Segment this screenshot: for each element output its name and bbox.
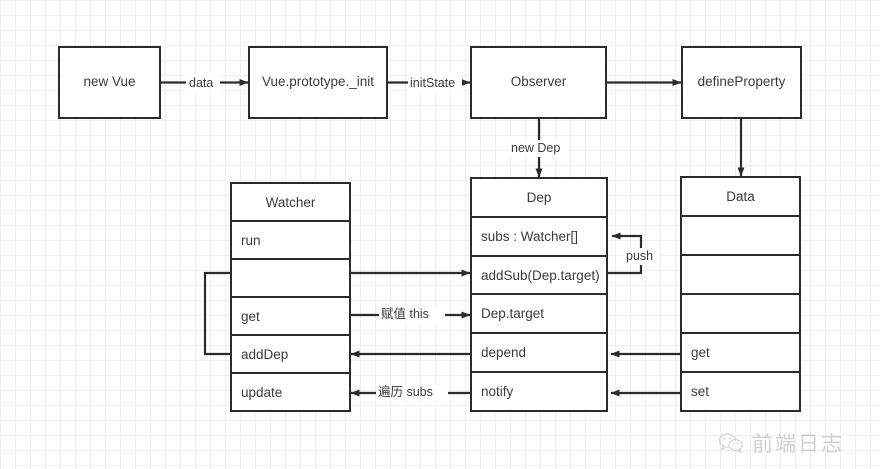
wechat-icon xyxy=(718,432,744,454)
table-watcher[interactable]: Watcher run get addDep update xyxy=(230,182,351,412)
table-data-header: Data xyxy=(682,178,799,217)
table-watcher-row-run-label: run xyxy=(241,232,261,248)
node-new-vue[interactable]: new Vue xyxy=(58,46,161,119)
edge-label-data: data xyxy=(189,76,214,90)
node-new-vue-label: new Vue xyxy=(83,74,136,90)
mask-initstate xyxy=(408,74,462,91)
table-dep-row-notify[interactable]: notify xyxy=(472,373,606,410)
table-dep-row-subs-label: subs : Watcher[] xyxy=(481,228,579,244)
watermark-text: 前端日志 xyxy=(752,432,844,456)
table-data-row-get[interactable]: get xyxy=(682,334,799,373)
edge-label-init-state: initState xyxy=(410,76,456,90)
mask-data xyxy=(186,74,220,91)
edge-label-traverse-subs: 遍历 subs xyxy=(378,385,433,399)
table-dep-row-depend-label: depend xyxy=(481,345,527,361)
table-watcher-row-get[interactable]: get xyxy=(232,298,349,336)
table-watcher-header: Watcher xyxy=(232,184,349,222)
table-watcher-header-label: Watcher xyxy=(265,194,316,210)
table-dep-row-notify-label: notify xyxy=(481,384,514,400)
edge-adddep-loop xyxy=(203,271,230,356)
table-data[interactable]: Data get set xyxy=(680,176,801,412)
table-dep-header-label: Dep xyxy=(526,189,552,205)
node-vue-prototype-init[interactable]: Vue.prototype._init xyxy=(248,46,388,119)
table-watcher-row-update-label: update xyxy=(241,384,283,400)
table-dep-row-addsub[interactable]: addSub(Dep.target) xyxy=(472,257,606,296)
mask-newdep xyxy=(509,140,569,157)
edge-label-push: push xyxy=(626,249,654,263)
table-dep-header: Dep xyxy=(472,179,606,218)
edge-label-new-dep: new Dep xyxy=(511,141,561,155)
node-observer[interactable]: Observer xyxy=(470,46,607,119)
table-dep-row-addsub-label: addSub(Dep.target) xyxy=(481,267,600,283)
table-data-row-set[interactable]: set xyxy=(682,373,799,410)
table-watcher-row-adddep[interactable]: addDep xyxy=(232,336,349,374)
node-define-property[interactable]: defineProperty xyxy=(681,46,802,119)
table-data-row-set-label: set xyxy=(691,384,710,399)
table-dep-row-subs[interactable]: subs : Watcher[] xyxy=(472,218,606,257)
table-dep-row-depend[interactable]: depend xyxy=(472,334,606,374)
mask-assign-this xyxy=(379,307,445,324)
edge-label-assign-this: 赋值 this xyxy=(381,307,429,321)
table-data-row-get-label: get xyxy=(691,345,710,360)
mask-push xyxy=(623,248,659,265)
table-watcher-row-empty[interactable] xyxy=(232,260,349,298)
table-data-row-empty-2[interactable] xyxy=(682,256,799,295)
table-watcher-row-get-label: get xyxy=(241,308,260,324)
table-watcher-row-adddep-label: addDep xyxy=(241,346,289,362)
watermark: 前端日志 xyxy=(718,428,844,458)
table-watcher-row-run[interactable]: run xyxy=(232,222,349,260)
node-define-property-label: defineProperty xyxy=(697,74,786,90)
mask-traverse-subs xyxy=(376,385,448,402)
table-data-header-label: Data xyxy=(726,189,755,204)
table-dep-row-deptarget[interactable]: Dep.target xyxy=(472,295,606,335)
node-vue-prototype-init-label: Vue.prototype._init xyxy=(261,74,375,90)
table-watcher-row-update[interactable]: update xyxy=(232,374,349,410)
table-dep-row-deptarget-label: Dep.target xyxy=(481,306,545,322)
table-data-row-empty-3[interactable] xyxy=(682,295,799,334)
node-observer-label: Observer xyxy=(510,74,567,90)
table-data-row-empty-1[interactable] xyxy=(682,217,799,256)
table-dep[interactable]: Dep subs : Watcher[] addSub(Dep.target) … xyxy=(470,177,608,412)
